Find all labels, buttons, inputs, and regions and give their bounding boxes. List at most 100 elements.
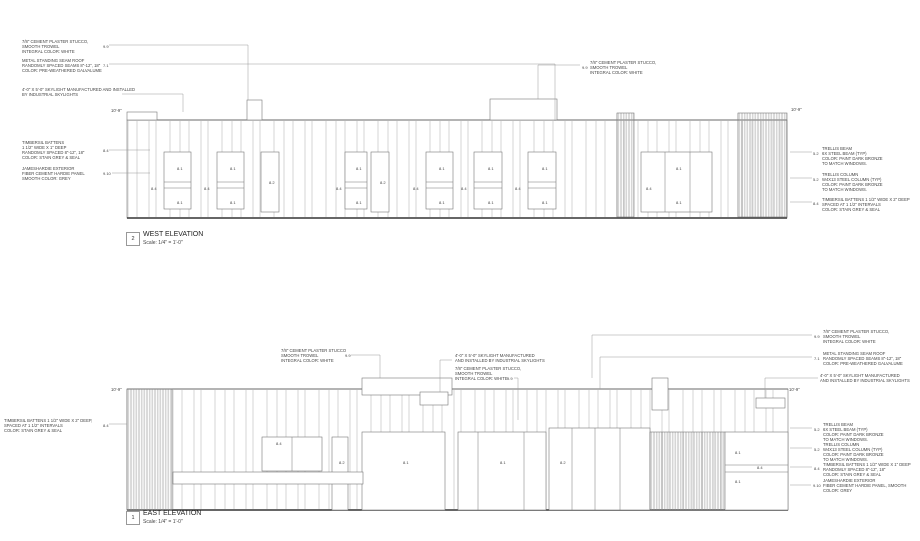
skylight [126, 111, 158, 121]
window-tag: 8.1 [177, 200, 183, 205]
note-tag: 9.9 [582, 65, 588, 70]
note-stucco: 7/8" CEMENT PLASTER STUCCO, SMOOTH TROWE… [823, 329, 890, 344]
window-tag: 8.1 [676, 200, 682, 205]
window-wall [457, 431, 547, 511]
window-tag: 8.4 [461, 186, 467, 191]
note-battens: TIMBERSIL BATTENS 1 1/2" WIDE X 2" DEEP … [822, 197, 910, 212]
note-tag: 8.4 [103, 148, 109, 153]
leader-line [514, 377, 519, 420]
note-skylight: 4'-0" X 5'-0" SKYLIGHT MANUFACTURED AND … [22, 87, 136, 97]
note-trellis-column: TRELLIS COLUMN W4X13 STEEL COLUMN (TYP) … [822, 172, 883, 192]
note-tag: 9.10 [103, 171, 111, 176]
window-tag: 8.4 [515, 186, 521, 191]
window-tag: 8.4 [646, 186, 652, 191]
note-tag: 9.9 [103, 44, 109, 49]
leader-line [764, 377, 818, 398]
note-tag: 5.2 [814, 447, 820, 452]
drawing-number: 2 [126, 232, 140, 246]
window [163, 151, 192, 210]
window-tag: 8.4 [413, 186, 419, 191]
window-tag: 8.4 [204, 186, 210, 191]
window-tag: 8.4 [151, 186, 157, 191]
note-roof: METAL STANDING SEAM ROOF RANDOMLY SPACED… [22, 58, 102, 73]
note-stucco: 7/8" CEMENT PLASTER STUCCO, SMOOTH TROWE… [22, 39, 89, 54]
note-tag: 8.4 [813, 201, 819, 206]
leader-line [439, 359, 452, 392]
window [425, 151, 454, 210]
bench-panel [172, 471, 364, 485]
note-battens: TIMBERSIL BATTENS 1 1/2" WIDE X 1" DEEP … [823, 462, 911, 477]
note-battens: TIMBERSIL BATTENS 1 1/2" WIDE X 1" DEEP … [22, 140, 85, 160]
window-tag: 8.4 [336, 186, 342, 191]
glass-door [361, 431, 446, 511]
roof-parapet [489, 98, 558, 121]
window [724, 431, 789, 511]
note-roof: METAL STANDING SEAM ROOF RANDOMLY SPACED… [823, 351, 903, 366]
east-wall [126, 388, 789, 511]
roof-parapet [246, 99, 263, 121]
window-tag: 8.1 [542, 166, 548, 171]
drawing-scale: Scale: 1/4" = 1'-0" [143, 519, 183, 525]
dense-cladding-panel [126, 388, 173, 511]
drawing-number: 1 [126, 511, 140, 525]
note-stucco: 7/8" CEMENT PLASTER STUCCO, SMOOTH TROWE… [590, 60, 657, 75]
window-tag: 8.2 [560, 460, 566, 465]
roof-parapet [361, 377, 453, 396]
window [344, 151, 368, 210]
note-trellis-beam: TRELLIS BEAM 6X STEEL BEAM (TYP) COLOR: … [822, 146, 883, 166]
note-skylight: 4'-0" X 5'-0" SKYLIGHT MANUFACTURED AND … [820, 373, 910, 383]
window-wall [640, 151, 713, 213]
window-tag: 8.1 [356, 200, 362, 205]
drawing-scale: Scale: 1/4" = 1'-0" [143, 240, 183, 246]
window-tag: 8.2 [380, 180, 386, 185]
window-tag: 8.1 [439, 200, 445, 205]
window-tag: 8.4 [757, 465, 763, 470]
window-tag: 8.1 [230, 200, 236, 205]
leader-line [537, 64, 580, 99]
window-wall [548, 427, 651, 511]
skylight [419, 391, 449, 406]
note-tag: 8.4 [814, 466, 820, 471]
dense-cladding-panel [616, 112, 635, 218]
window-tag: 8.1 [403, 460, 409, 465]
note-hardie: JAMESHARDIE EXTERIOR FIBER CEMENT HARDIE… [823, 478, 907, 493]
note-tag: 9.9 [507, 376, 513, 381]
window-tag: 8.1 [500, 460, 506, 465]
note-stucco: 7/8" CEMENT PLASTER STUCCO SMOOTH TROWEL… [281, 348, 347, 363]
window-tag: 8.1 [439, 166, 445, 171]
leader-line [351, 354, 381, 378]
level-marker: 10'-9" [791, 107, 802, 112]
level-marker: 10'-9" [111, 387, 122, 392]
door [260, 151, 280, 213]
note-tag: 7.1 [814, 356, 820, 361]
window [216, 151, 245, 210]
note-trellis-beam: TRELLIS BEAM 6X STEEL BEAM (TYP) COLOR: … [823, 422, 884, 442]
note-skylight: 4'-0" X 5'-0" SKYLIGHT MANUFACTURED AND … [455, 353, 545, 363]
leader-line [109, 63, 556, 121]
note-tag: 5.2 [813, 151, 819, 156]
leader-line [599, 356, 812, 389]
window-tag: 8.1 [676, 166, 682, 171]
window-tag: 8.1 [177, 166, 183, 171]
note-tag: 5.2 [814, 427, 820, 432]
window-tag: 8.1 [356, 166, 362, 171]
drawing-title: WEST ELEVATION [143, 231, 204, 238]
drawing-title: EAST ELEVATION [143, 510, 202, 517]
window-tag: 8.1 [488, 200, 494, 205]
note-tag: 8.4 [103, 423, 109, 428]
window-tag: 8.2 [269, 180, 275, 185]
note-tag: 9.9 [814, 334, 820, 339]
window-tag: 8.1 [230, 166, 236, 171]
note-tag: 9.10 [813, 483, 821, 488]
level-marker: 10'-9" [111, 108, 122, 113]
window-tag: 8.1 [542, 200, 548, 205]
note-tag: 7.1 [103, 63, 109, 68]
leader-line [109, 44, 249, 100]
skylight [755, 397, 786, 409]
note-trellis-column: TRELLIS COLUMN W4X13 STEEL COLUMN (TYP) … [823, 442, 884, 462]
leader-line [122, 93, 184, 112]
window [527, 151, 557, 210]
window-tag: 8.2 [339, 460, 345, 465]
